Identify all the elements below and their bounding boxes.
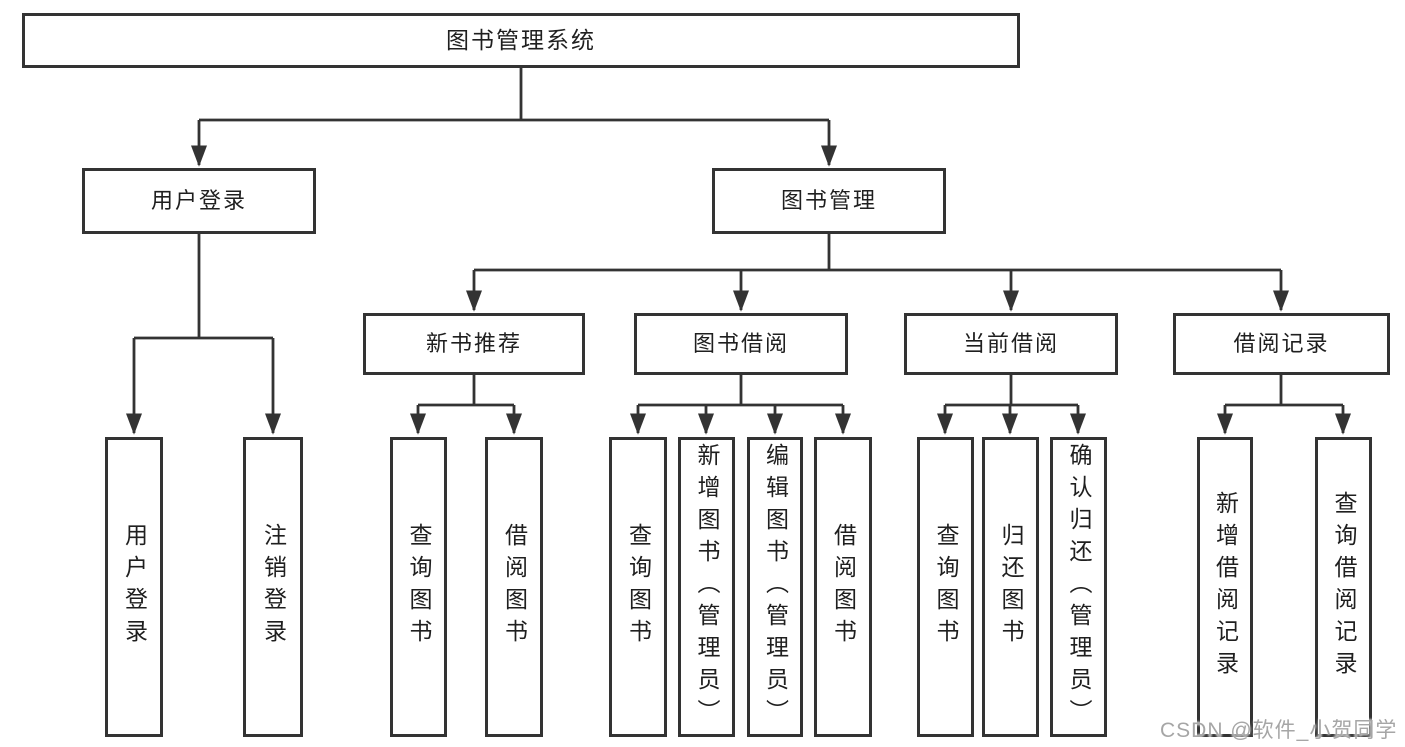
leaf-bb-add-book-admin: 新增图书（管理员） xyxy=(678,437,735,737)
leaf-cb-return-book: 归还图书 xyxy=(982,437,1039,737)
leaf-br-add-record: 新增借阅记录 xyxy=(1197,437,1253,737)
connector-root-to-level2 xyxy=(191,68,837,167)
node-book-borrow-label: 图书借阅 xyxy=(692,331,789,356)
leaf-rec-borrow-book-label: 借阅图书 xyxy=(501,523,528,651)
leaf-bb-borrow-book-label: 借阅图书 xyxy=(830,523,857,651)
node-book-management-label: 图书管理 xyxy=(780,188,877,213)
leaf-rec-borrow-book: 借阅图书 xyxy=(485,437,543,737)
node-new-book-recommend: 新书推荐 xyxy=(363,313,585,375)
leaf-cb-query-book-label: 查询图书 xyxy=(933,523,959,651)
leaf-cb-return-book-label: 归还图书 xyxy=(998,523,1024,651)
leaf-cb-query-book: 查询图书 xyxy=(917,437,974,737)
connector-current-borrow-children xyxy=(937,375,1086,435)
leaf-br-query-record-label: 查询借阅记录 xyxy=(1331,491,1357,683)
leaf-br-query-record: 查询借阅记录 xyxy=(1315,437,1372,737)
leaf-cb-confirm-return-admin-label: 确认归还（管理员） xyxy=(1066,443,1092,731)
leaf-user-login-label: 用户登录 xyxy=(121,523,148,651)
node-user-login-label: 用户登录 xyxy=(150,188,247,213)
csdn-watermark: CSDN @软件_小贺同学 xyxy=(1160,719,1398,742)
connector-new-book-recommend-children xyxy=(410,375,522,435)
node-user-login: 用户登录 xyxy=(82,168,316,234)
leaf-user-login: 用户登录 xyxy=(105,437,163,737)
node-current-borrow: 当前借阅 xyxy=(904,313,1118,375)
connector-user-login-children xyxy=(126,234,281,435)
leaf-bb-query-book-label: 查询图书 xyxy=(625,523,652,651)
node-current-borrow-label: 当前借阅 xyxy=(962,331,1059,356)
leaf-rec-query-book: 查询图书 xyxy=(390,437,447,737)
connector-book-management-children xyxy=(466,234,1289,312)
leaf-bb-edit-book-admin-label: 编辑图书（管理员） xyxy=(762,443,789,731)
leaf-bb-borrow-book: 借阅图书 xyxy=(814,437,872,737)
leaf-bb-edit-book-admin: 编辑图书（管理员） xyxy=(747,437,803,737)
leaf-logout: 注销登录 xyxy=(243,437,303,737)
leaf-logout-label: 注销登录 xyxy=(260,523,287,651)
node-library-system: 图书管理系统 xyxy=(22,13,1020,68)
node-borrow-records: 借阅记录 xyxy=(1173,313,1390,375)
node-book-management: 图书管理 xyxy=(712,168,946,234)
leaf-cb-confirm-return-admin: 确认归还（管理员） xyxy=(1050,437,1107,737)
node-book-borrow: 图书借阅 xyxy=(634,313,848,375)
leaf-bb-query-book: 查询图书 xyxy=(609,437,667,737)
leaf-bb-add-book-admin-label: 新增图书（管理员） xyxy=(694,443,720,731)
node-borrow-records-label: 借阅记录 xyxy=(1233,331,1330,356)
leaf-rec-query-book-label: 查询图书 xyxy=(406,523,432,651)
connector-borrow-records-children xyxy=(1217,375,1351,435)
leaf-br-add-record-label: 新增借阅记录 xyxy=(1212,491,1239,683)
node-new-book-recommend-label: 新书推荐 xyxy=(425,331,522,356)
connector-book-borrow-children xyxy=(630,375,851,435)
node-library-system-label: 图书管理系统 xyxy=(446,27,596,53)
